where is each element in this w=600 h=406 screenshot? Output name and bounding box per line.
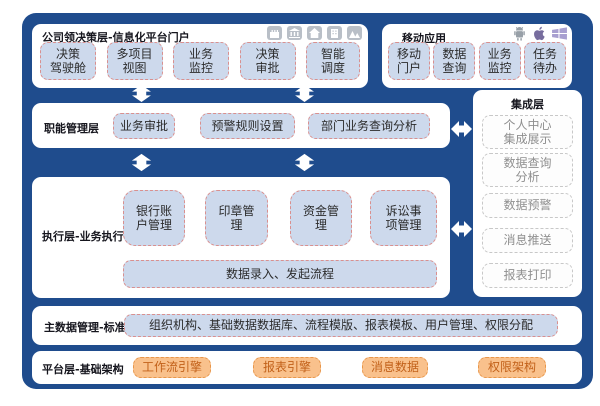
decision-box: 多项目 视图	[106, 42, 163, 80]
windows-icon	[551, 25, 568, 42]
decision-layer-panel: 公司领决策层-信息化平台门户 决策 驾驶舱 多项目 视图 业务 监控 决策 审批	[32, 24, 368, 88]
functional-layer-panel: 职能管理层 业务审批 预警规则设置 部门业务查询分析	[32, 103, 450, 148]
vertical-double-arrow	[128, 85, 155, 102]
integration-box: 个人中心 集成展示	[482, 115, 573, 149]
functional-box: 业务审批	[113, 113, 175, 139]
mobile-box: 任务 待办	[523, 42, 566, 80]
integration-layer-title: 集成层	[511, 98, 544, 111]
bank-icon	[287, 26, 302, 40]
building-icon	[327, 26, 342, 40]
execution-layer-label: 执行层-业务执行	[42, 230, 124, 243]
horizontal-double-arrow	[451, 118, 472, 140]
execution-box: 印章管 理	[205, 190, 268, 246]
functional-layer-label: 职能管理层	[44, 122, 99, 135]
functional-box: 预警规则设置	[200, 113, 295, 139]
decision-box: 决策 驾驶舱	[40, 42, 96, 80]
apple-icon	[531, 25, 548, 42]
castle-icon	[267, 26, 282, 40]
data-entry-process-box: 数据录入、发起流程	[123, 260, 437, 288]
mobile-icon-strip	[511, 25, 568, 42]
platform-layer-panel: 平台层-基础架构 工作流引擎 报表引擎 消息数据 权限架构	[32, 351, 582, 384]
execution-box: 资金管 理	[290, 190, 352, 246]
decision-box: 决策 审批	[239, 42, 296, 80]
integration-box: 消息推送	[482, 228, 573, 253]
execution-box: 诉讼事 项管理	[370, 190, 437, 246]
decision-box-row: 决策 驾驶舱 多项目 视图 业务 监控 决策 审批 智能 调度	[40, 42, 360, 80]
horizontal-double-arrow	[451, 218, 472, 240]
integration-box: 报表打印	[482, 263, 573, 288]
execution-box: 银行账 户管理	[123, 190, 185, 246]
integration-box: 数据预警	[482, 193, 573, 218]
integration-layer-panel: 集成层 个人中心 集成展示 数据查询 分析 数据预警 消息推送 报表打印	[473, 90, 582, 297]
home-icon	[307, 26, 322, 40]
mobile-apps-title: 移动应用	[402, 32, 446, 45]
mountain-icon	[347, 26, 362, 40]
execution-layer-panel: 执行层-业务执行 银行账 户管理 印章管 理 资金管 理 诉讼事 项管理 数据录…	[32, 177, 450, 298]
vertical-double-arrow	[128, 151, 155, 174]
platform-box: 报表引擎	[253, 357, 321, 378]
platform-layer-label: 平台层-基础架构	[42, 363, 124, 376]
mobile-box: 数据 查询	[433, 42, 476, 80]
decision-box: 智能 调度	[306, 42, 360, 80]
integration-box: 数据查询 分析	[482, 153, 573, 187]
master-data-box: 组织机构、基础数据数据库、流程模版、报表模板、用户管理、权限分配	[124, 314, 558, 337]
platform-box: 工作流引擎	[133, 357, 211, 378]
decision-layer-title: 公司领决策层-信息化平台门户	[42, 31, 190, 44]
platform-box: 权限架构	[478, 357, 546, 378]
mobile-box-row: 移动 门户 数据 查询 业务 监控 任务 待办	[388, 42, 566, 80]
master-data-panel: 主数据管理-标准 组织机构、基础数据数据库、流程模版、报表模板、用户管理、权限分…	[32, 306, 582, 345]
mobile-box: 移动 门户	[388, 42, 430, 80]
master-data-label: 主数据管理-标准	[44, 321, 126, 334]
mobile-box: 业务 监控	[478, 42, 521, 80]
vertical-double-arrow	[291, 151, 318, 174]
vertical-double-arrow	[291, 85, 318, 102]
mobile-apps-panel: 移动应用 移动 门户 数据 查询 业务 监控 任务 待办	[382, 24, 572, 88]
decision-icon-strip	[267, 26, 362, 40]
platform-box: 消息数据	[362, 357, 428, 378]
android-icon	[511, 25, 528, 42]
functional-box: 部门业务查询分析	[308, 113, 430, 139]
decision-box: 业务 监控	[173, 42, 229, 80]
